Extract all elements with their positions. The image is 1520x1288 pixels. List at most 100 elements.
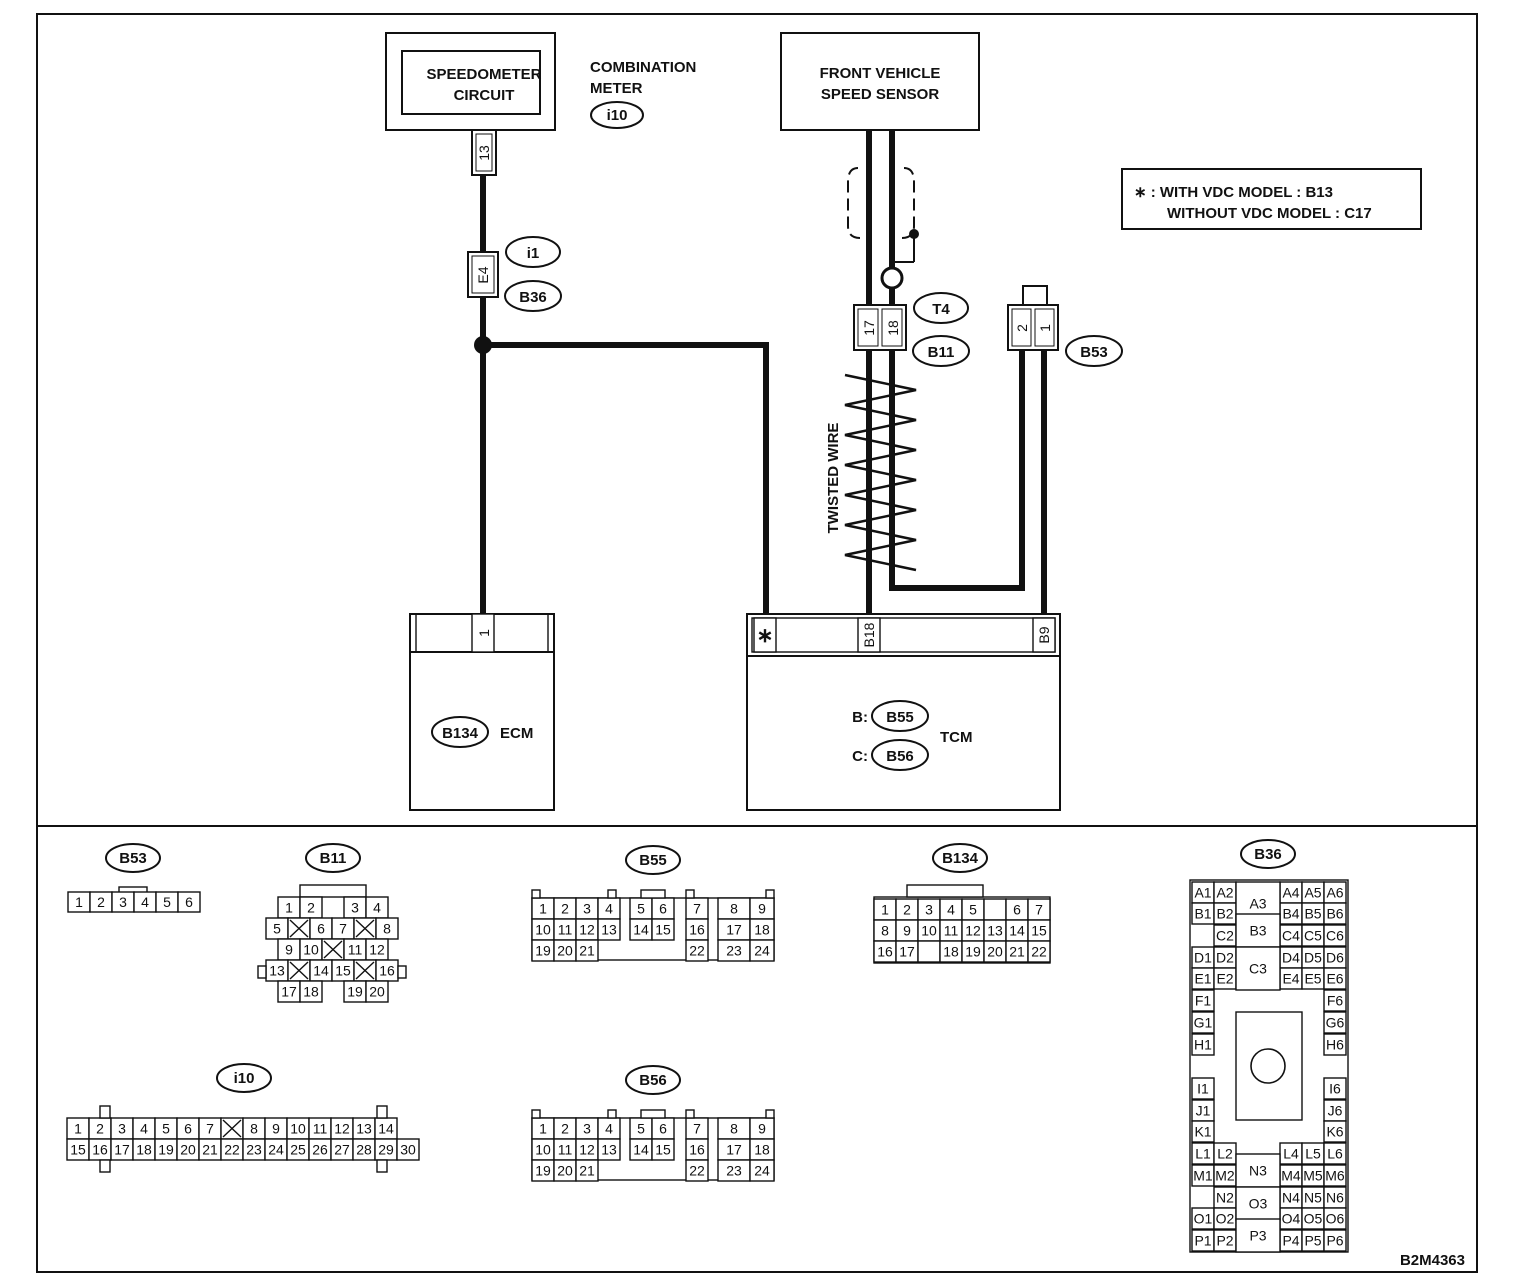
connector-view-label-b53 [105,843,161,873]
pin-b36-r-26 [1323,1164,1347,1187]
pin-label-b53-0: 1 [75,894,83,910]
pin-label-b134-1-6: 14 [1009,923,1025,939]
pin-label-b56-2-0: 19 [535,1163,551,1179]
pin-label-b56-1-0: 10 [535,1142,551,1158]
pin-blocked-x-i10-0-7 [222,1119,242,1138]
connector-view-title-b134: B134 [942,850,979,867]
pin-label-b36-r-22: L5 [1305,1146,1321,1162]
pin-b56-2-10 [749,1159,775,1182]
pin-label-b36-r-11: D6 [1326,950,1344,966]
pin-label-b36-r-28: N5 [1304,1190,1322,1206]
pin-label-i10-0-1: 2 [96,1121,104,1137]
pin-b36-l-9 [1191,989,1215,1012]
pin-label-b134-1-3: 11 [944,923,959,939]
pin-label-b56-0-0: 1 [539,1121,547,1137]
twisted-wire-label: TWISTED WIRE [825,423,842,534]
pin-label-b36-c-1: B3 [1249,923,1266,939]
front-speed-sensor: FRONT VEHICLE SPEED SENSOR [780,32,980,131]
pin-label-i10-0-5: 6 [184,1121,192,1137]
pin-label-b36-r-30: O4 [1282,1211,1301,1227]
pin-label-b11-4-4: 20 [369,984,385,1000]
pin-label-b55-0-8: 7 [693,901,701,917]
tab-i10-0 [99,1105,111,1119]
pin-label-b36-r-0: A4 [1282,885,1299,901]
pin-label-b36-r-23: L6 [1327,1146,1343,1162]
pin-label-b11-1-3: 7 [339,921,347,937]
pin-label-b36-c-2: C3 [1249,961,1267,977]
pin-label-b36-r-24: M4 [1281,1168,1301,1184]
pin-b36-l-11 [1191,1033,1215,1056]
ecm-terminal-1: 1 [476,629,492,637]
tab-b55-1 [607,889,617,899]
pin-label-b36-r-5: B6 [1326,906,1343,922]
pin-label-b36-r-15: F6 [1327,993,1344,1009]
pin-b11-4-1 [299,980,323,1003]
pin-b36-r-16 [1323,1011,1347,1034]
pin-blocked-x-b11-1-1 [289,919,309,938]
pin-label-b55-1-9: 17 [726,922,742,938]
pin-label-b36-r-16: G6 [1326,1015,1345,1031]
pin-label-b11-3-5: 16 [379,963,395,979]
tab-i10-1 [376,1105,388,1119]
pin-label-b55-0-3: 4 [605,901,613,917]
ref-b53: B53 [1080,344,1108,361]
pin-label-b53-4: 5 [163,894,171,910]
pin-label-b56-1-3: 13 [601,1142,617,1158]
pin-label-b36-l-13: J1 [1196,1103,1211,1119]
tab-b56-3 [765,1109,775,1119]
pin-label-b56-2-2: 21 [579,1163,595,1179]
pin-label-b36-r-32: O6 [1326,1211,1345,1227]
tcm-label: TCM [940,729,973,746]
pin-label-b36-r-27: N4 [1282,1190,1300,1206]
sensor-label-1: FRONT VEHICLE [820,65,941,82]
pin-label-b56-1-8: 16 [689,1142,705,1158]
pin-label-b36-l-0: A1 [1194,885,1211,901]
pin-label-i10-1-3: 18 [136,1142,152,1158]
pin-label-b36-l-5: D1 [1194,950,1212,966]
tab-b56-1 [607,1109,617,1119]
pin-b36-r-17 [1323,1033,1347,1056]
pin-label-b11-3-3: 15 [335,963,351,979]
pin-label-b11-1-5: 8 [383,921,391,937]
pin-label-b11-0-3: 3 [351,900,359,916]
tcm-unit: ∗ B18 B9 B: B55 C: B56 TCM [746,613,1061,811]
pin-label-b36-r-12: E4 [1282,971,1299,987]
pin-label-b53-5: 6 [185,894,193,910]
pin-label-b134-1-0: 8 [881,923,889,939]
pin-label-b36-l-23: P2 [1216,1233,1233,1249]
pin-b134-2-2 [917,940,941,963]
latch-b134 [906,884,984,898]
lock-b11-right [397,965,407,979]
ref-b55: B55 [886,709,914,726]
pin-label-i10-1-15: 30 [400,1142,416,1158]
terminal-18: 18 [885,320,901,336]
connector-view-label-b56 [625,1065,681,1095]
pin-label-b134-2-7: 22 [1031,944,1047,960]
pin-label-b11-4-1: 18 [303,984,319,1000]
pin-label-i10-0-4: 5 [162,1121,170,1137]
connector-b53: 2 1 B53 [1007,285,1123,367]
note-line-1: ∗ : WITH VDC MODEL : B13 [1134,184,1333,201]
pin-label-i10-1-1: 16 [92,1142,108,1158]
pin-b36-l-14 [1191,1120,1215,1143]
pin-label-b36-r-17: H6 [1326,1037,1344,1053]
tcm-b-prefix: B: [852,709,868,726]
pin-label-b36-l-16: L2 [1217,1146,1233,1162]
pin-label-b11-2-0: 9 [285,942,293,958]
tab-b55-2 [685,889,695,899]
pin-label-b56-0-10: 9 [758,1121,766,1137]
connector-view-label-i10 [216,1063,272,1093]
guide-hole-b36 [1250,1048,1286,1084]
pin-label-b134-1-2: 10 [921,923,937,939]
pin-b36-c-5 [1235,1218,1281,1253]
pin-label-b56-2-9: 23 [726,1163,742,1179]
tab-i10-2 [99,1159,111,1173]
pin-label-b36-l-17: M1 [1193,1168,1213,1184]
pin-label-i10-1-12: 27 [334,1142,350,1158]
pin-label-i10-0-9: 9 [272,1121,280,1137]
pin-label-b11-1-2: 6 [317,921,325,937]
pin-label-b55-1-8: 16 [689,922,705,938]
pin-b36-r-5 [1323,902,1347,925]
